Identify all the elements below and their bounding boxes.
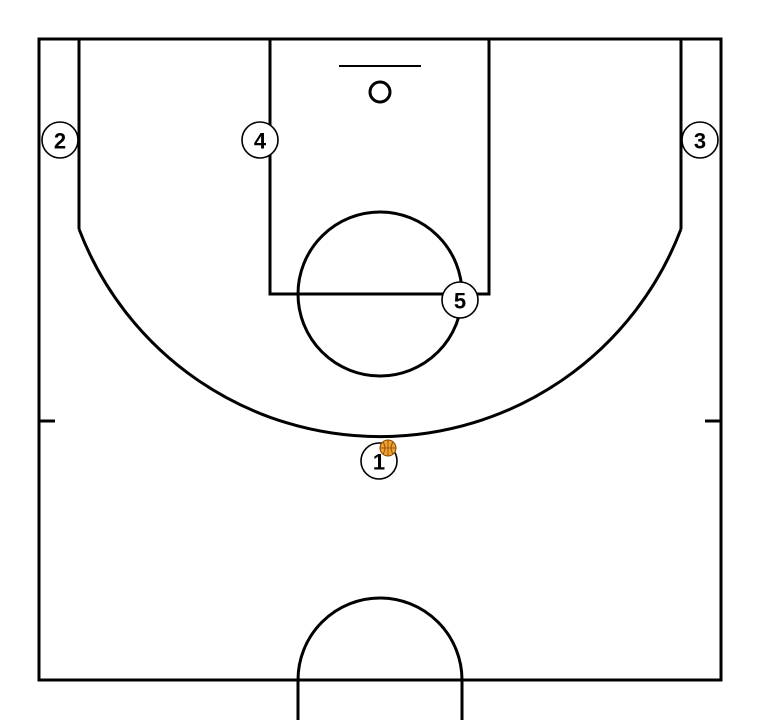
player-2-marker: 2	[41, 121, 79, 159]
player-label: 2	[54, 129, 66, 154]
basketball-seam-curve-left	[382, 441, 386, 455]
player-circle	[241, 121, 279, 159]
free-throw-lane	[268, 37, 491, 296]
player-label: 1	[373, 450, 385, 475]
player-label: 3	[694, 129, 706, 154]
three-point-arc	[77, 228, 683, 439]
court-lines	[37, 37, 723, 720]
center-circle	[296, 596, 464, 720]
basket-rim	[368, 80, 392, 104]
ball-layer	[379, 439, 397, 457]
basketball-seam-curve-right	[390, 441, 394, 455]
player-circle	[441, 281, 479, 319]
player-circle	[41, 121, 79, 159]
player-3-marker: 3	[681, 121, 719, 159]
player-label: 5	[454, 289, 466, 314]
player-4-marker: 4	[241, 121, 279, 159]
player-5-marker: 5	[441, 281, 479, 319]
basketball-icon	[379, 439, 397, 457]
player-label: 4	[254, 129, 267, 154]
player-circle	[681, 121, 719, 159]
